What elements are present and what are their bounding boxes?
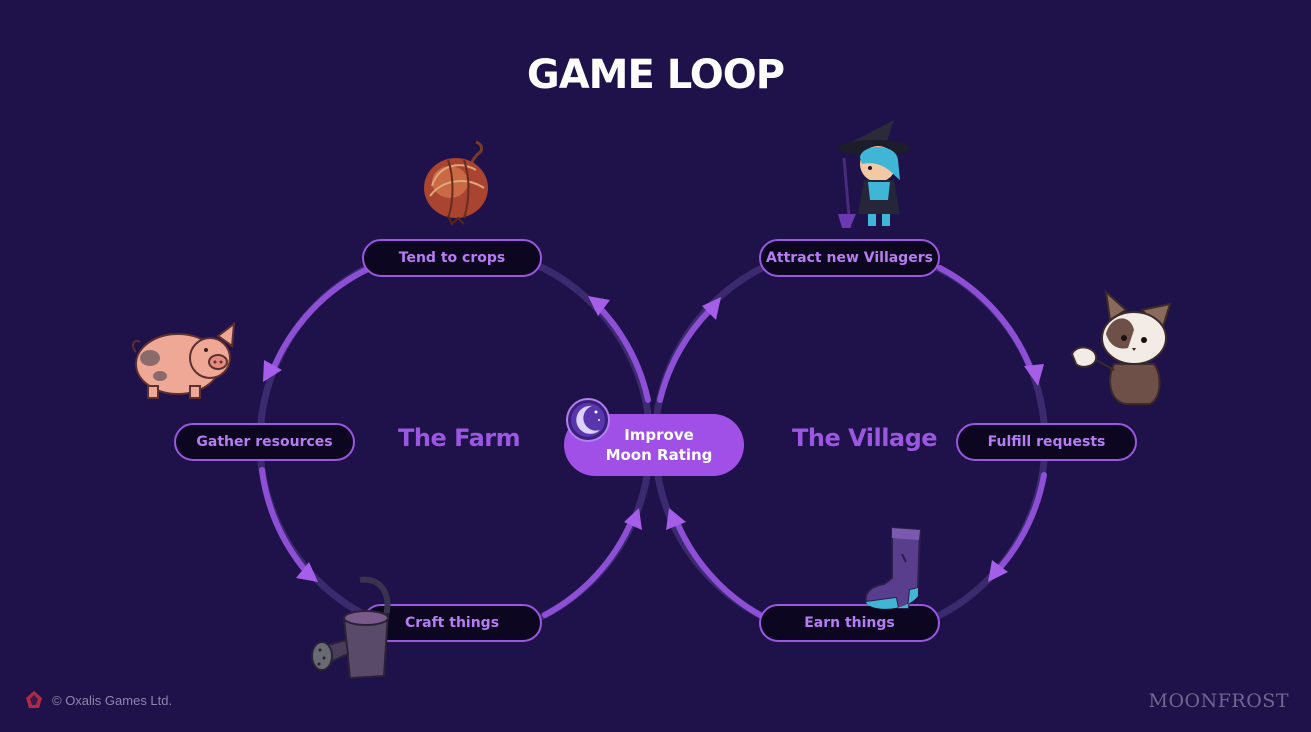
arrowhead-craft — [296, 562, 318, 582]
moon-icon — [566, 398, 610, 442]
arrowhead-fulfill — [1024, 364, 1044, 386]
cat-villager-icon — [1070, 289, 1172, 405]
step-earn-things[interactable]: Earn things — [759, 604, 940, 642]
arrow-center-to-tend — [597, 305, 651, 403]
step-gather-resources[interactable]: Gather resources — [174, 423, 355, 461]
arrow-craft-to-center — [542, 517, 635, 618]
step-fulfill-requests[interactable]: Fulfill requests — [956, 423, 1137, 461]
arrow-center-to-attract — [657, 307, 713, 403]
village-section-label: The Village — [792, 424, 938, 452]
center-label-line2: Moon Rating — [605, 446, 713, 464]
arrowhead-center-from-earn — [666, 508, 686, 530]
center-label-line1: Improve — [624, 426, 694, 444]
arrowhead-gather — [263, 360, 282, 382]
watering-can-icon — [311, 576, 391, 680]
oxalis-logo-icon — [26, 691, 42, 708]
step-tend-to-crops[interactable]: Tend to crops — [362, 239, 542, 277]
arrow-earn-to-center — [673, 517, 763, 618]
farm-section-label: The Farm — [398, 424, 521, 452]
arrow-attract-to-fulfill — [937, 265, 1035, 375]
witch-villager-icon — [838, 120, 910, 229]
arrow-tend-to-gather — [269, 265, 373, 375]
page-title: GAME LOOP — [526, 52, 785, 98]
copyright-footer: © Oxalis Games Ltd. — [24, 690, 172, 710]
copyright-text: © Oxalis Games Ltd. — [52, 692, 173, 708]
arrow-fulfill-to-earn — [995, 472, 1047, 573]
onion-icon — [424, 140, 488, 226]
arrow-gather-to-craft — [259, 467, 308, 573]
step-attract-new-villagers[interactable]: Attract new Villagers — [759, 239, 940, 277]
moonfrost-brand: MOONFROST — [1148, 690, 1289, 712]
arrowhead-attract — [702, 297, 721, 320]
arrowhead-center-from-craft — [624, 508, 642, 530]
arrowhead-tend — [588, 296, 610, 316]
pig-icon — [132, 321, 236, 399]
arrowhead-earn — [988, 560, 1008, 582]
boot-icon — [864, 526, 922, 609]
step-craft-things[interactable]: Craft things — [362, 604, 542, 642]
